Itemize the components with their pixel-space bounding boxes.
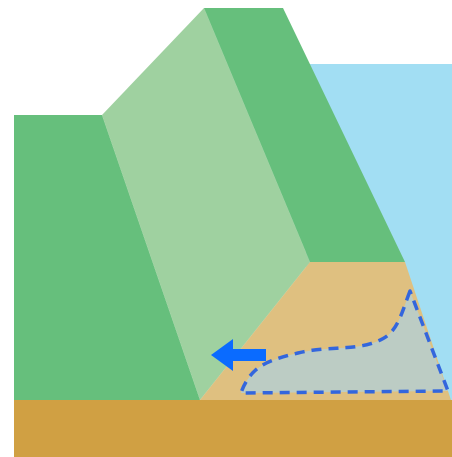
left-cliff-face [14, 115, 200, 400]
right-cliff-face [204, 8, 405, 262]
arrow-shaft [230, 349, 266, 361]
arrow-head [211, 339, 233, 371]
failure-zone-outline [239, 289, 450, 395]
left-arrow-icon [211, 339, 266, 371]
ground-layer [14, 400, 452, 457]
sloping-cliff-face [102, 8, 310, 400]
